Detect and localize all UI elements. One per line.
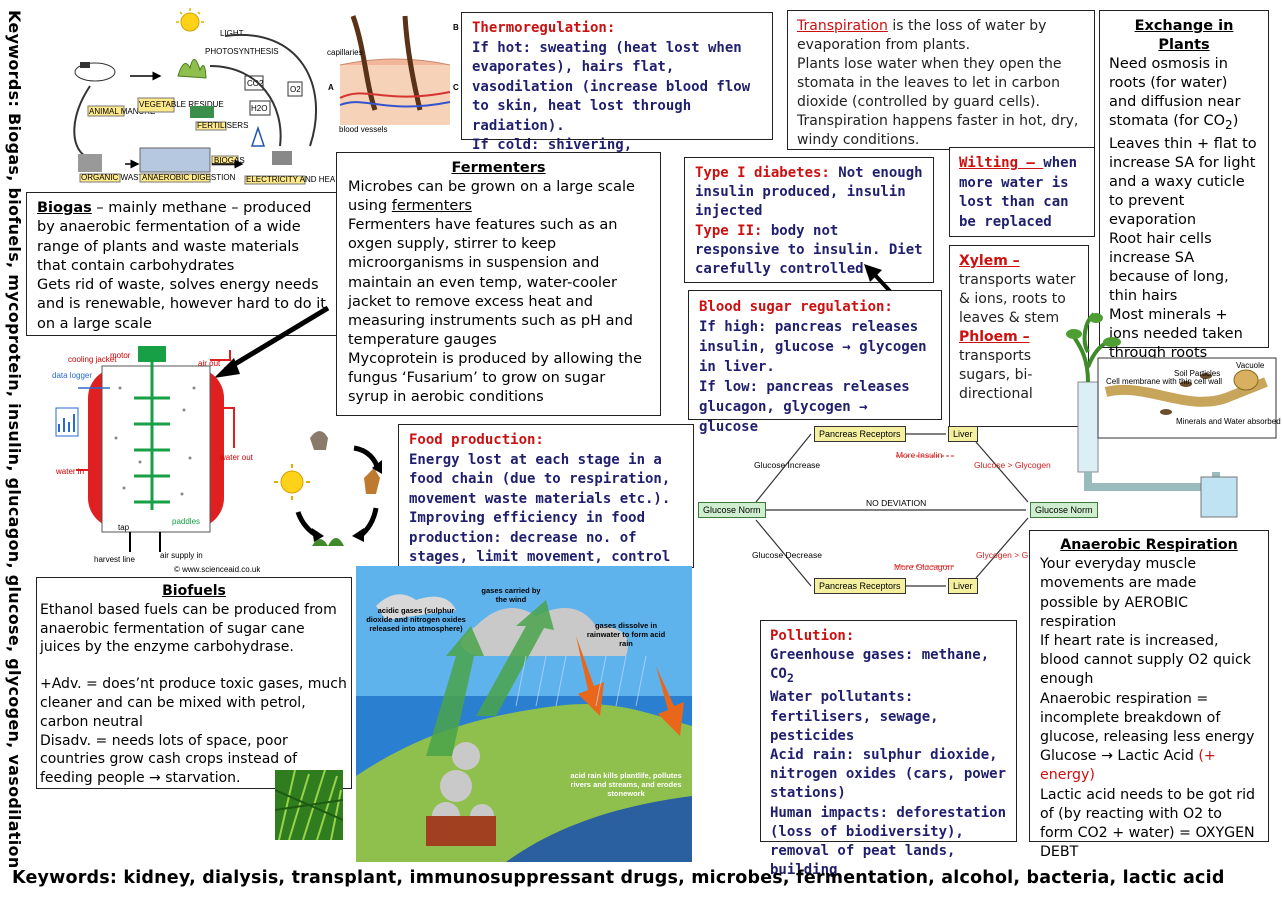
- svg-text:harvest line: harvest line: [94, 555, 135, 564]
- svg-text:PHOTOSYNTHESIS: PHOTOSYNTHESIS: [205, 47, 279, 56]
- svg-text:paddles: paddles: [172, 517, 200, 526]
- food-chain-diagram: [274, 431, 382, 546]
- svg-text:tap: tap: [118, 523, 130, 532]
- svg-text:CO2: CO2: [247, 79, 264, 88]
- plant-root-diagram: Vacuole Cell membrane with thin cell wal…: [1066, 312, 1281, 518]
- diabetes-box: Type I diabetes: Not enough insulin prod…: [684, 157, 934, 283]
- thermoregulation-box: Thermoregulation: If hot: sweating (heat…: [461, 12, 773, 173]
- svg-text:ORGANIC WASTE: ORGANIC WASTE: [81, 173, 149, 182]
- svg-text:water in: water in: [55, 467, 84, 476]
- transpiration-box: Transpiration is the loss of water by ev…: [787, 10, 1095, 150]
- pancreas-receptors-bottom: Pancreas Receptors: [814, 578, 906, 594]
- wilting-box: Wilting – when more water is lost than c…: [949, 147, 1095, 237]
- svg-text:Soil Particles: Soil Particles: [1174, 369, 1220, 378]
- glucose-norm-left: Glucose Norm: [698, 502, 766, 518]
- keywords-bottom: Keywords: kidney, dialysis, transplant, …: [12, 868, 1225, 888]
- svg-text:O2: O2: [290, 85, 301, 94]
- svg-text:B: B: [453, 23, 459, 32]
- svg-text:blood vessels: blood vessels: [339, 125, 387, 134]
- svg-text:air out: air out: [198, 359, 221, 368]
- svg-text:Cell membrane with thin cell w: Cell membrane with thin cell wall: [1106, 377, 1222, 386]
- svg-text:ANIMAL MANURE: ANIMAL MANURE: [89, 107, 155, 116]
- exchange-in-plants-box: Exchange in Plants Need osmosis in roots…: [1099, 10, 1269, 361]
- svg-text:ELECTRICITY AND HEAT: ELECTRICITY AND HEAT: [246, 175, 335, 184]
- skin-diagram: capillaries blood vessels A B C: [327, 15, 459, 134]
- glucose-norm-right: Glucose Norm: [1030, 502, 1098, 518]
- svg-text:© www.scienceaid.co.uk: © www.scienceaid.co.uk: [174, 565, 260, 574]
- svg-text:LIGHT: LIGHT: [220, 29, 244, 38]
- svg-text:Vacuole: Vacuole: [1236, 361, 1265, 370]
- xylem-phloem-box: Xylem – transports water & ions, roots t…: [949, 245, 1089, 427]
- svg-text:H2O: H2O: [251, 104, 267, 113]
- fermenter-pointer-arrow: [214, 305, 330, 378]
- fermenter-diagram: motor air out cooling jacket data logger…: [52, 346, 260, 574]
- svg-text:Minerals and Water absorbed: Minerals and Water absorbed: [1176, 417, 1281, 426]
- liver-bottom: Liver: [948, 578, 978, 594]
- anaerobic-respiration-box: Anaerobic Respiration Your everyday musc…: [1029, 530, 1269, 860]
- svg-text:motor: motor: [110, 351, 131, 360]
- biogas-cycle-diagram: LIGHT PHOTOSYNTHESIS CO2 O2 H2O ANIMAL M…: [73, 8, 335, 185]
- fermenters-box: Fermenters Microbes can be grown on a la…: [336, 152, 661, 416]
- svg-text:ANAEROBIC DIGESTION: ANAEROBIC DIGESTION: [142, 173, 236, 182]
- svg-text:FERTILISERS: FERTILISERS: [197, 121, 248, 130]
- svg-text:water out: water out: [219, 453, 254, 462]
- biofuels-box: Biofuels Ethanol based fuels can be prod…: [36, 577, 352, 789]
- pancreas-receptors-top: Pancreas Receptors: [814, 426, 906, 442]
- pollution-box: Pollution: Greenhouse gases: methane, CO…: [760, 620, 1017, 878]
- liver-top: Liver: [948, 426, 978, 442]
- biogas-box: Biogas – mainly methane – produced by an…: [26, 192, 338, 336]
- sugar-cane-image: [275, 770, 343, 840]
- food-production-box: Food production: Energy lost at each sta…: [398, 424, 694, 585]
- svg-text:cooling jacket: cooling jacket: [68, 355, 117, 364]
- acid-rain-diagram: acidic gases (sulphur dioxide and nitrog…: [356, 566, 692, 862]
- svg-text:A: A: [328, 83, 334, 92]
- svg-text:VEGETABLE RESIDUE: VEGETABLE RESIDUE: [139, 100, 224, 109]
- svg-text:BIOGAS: BIOGAS: [214, 156, 245, 165]
- glucose-flow-diagram: Glucose Norm Glucose Norm Pancreas Recep…: [696, 420, 1098, 600]
- keywords-side: Keywords: Biogas, biofuels, mycoprotein,…: [5, 10, 24, 869]
- blood-sugar-box: Blood sugar regulation: If high: pancrea…: [688, 290, 942, 435]
- svg-text:C: C: [453, 83, 459, 92]
- svg-text:air supply in: air supply in: [160, 551, 203, 560]
- svg-text:data logger: data logger: [52, 371, 92, 380]
- svg-text:capillaries: capillaries: [327, 48, 363, 57]
